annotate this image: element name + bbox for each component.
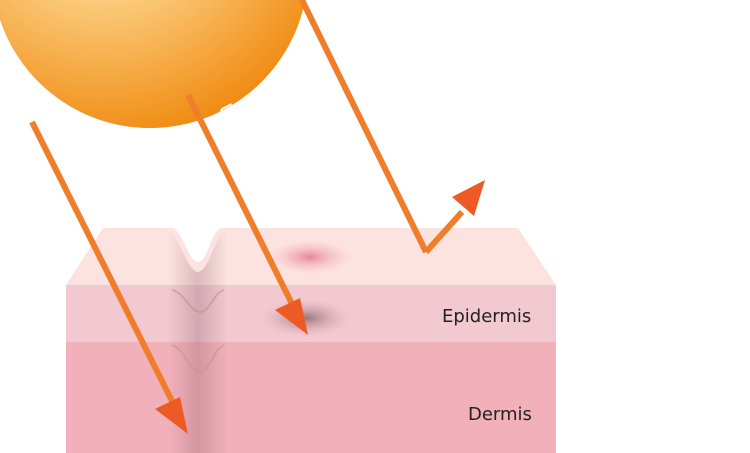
wrinkle-fold-lower — [171, 344, 225, 374]
sun-protection-ray: Sun protection — [299, 0, 485, 255]
uvb-arrowhead — [275, 298, 308, 335]
wrinkle-shadow — [168, 232, 228, 453]
skin-block — [66, 228, 556, 453]
epidermis-label: Epidermis — [442, 306, 531, 327]
reflection-arrowhead — [452, 180, 485, 216]
dermis-layer — [66, 342, 556, 453]
dermis-label: Dermis — [468, 404, 532, 425]
sun — [0, 0, 306, 128]
uvb-label: UVB — [214, 100, 252, 146]
uva-arrowhead — [155, 397, 188, 434]
wrinkle-fold-upper — [171, 289, 225, 314]
sunburn-spot — [268, 240, 352, 274]
